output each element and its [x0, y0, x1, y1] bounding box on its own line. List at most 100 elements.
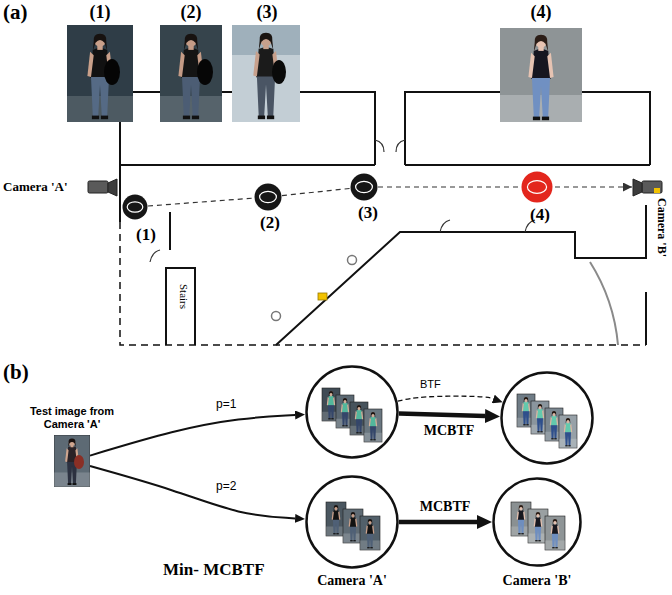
person-figure	[355, 405, 363, 434]
person-figure	[366, 519, 375, 548]
photo-number: (3)	[257, 2, 278, 23]
node-caption: Test image from Camera 'A'	[22, 405, 122, 431]
edge-label: MCBTF	[422, 423, 477, 439]
photo-background	[500, 28, 582, 122]
label-holder: (1)	[90, 2, 111, 23]
marker-ring	[527, 181, 546, 194]
camera-lens	[633, 179, 642, 196]
thumbnail-floor	[360, 540, 380, 550]
image-set-circle: Camera 'A'	[305, 475, 399, 569]
open-boundary	[120, 222, 646, 345]
curved-wall	[590, 262, 618, 345]
marker-circle	[521, 171, 553, 203]
photo-background	[160, 25, 222, 122]
photo-frame	[500, 28, 582, 122]
label-holder: (2)	[181, 2, 202, 23]
edge-label-holder: BTF	[418, 378, 443, 391]
label-holder: (a)	[3, 0, 28, 24]
mcbtf-arrow	[399, 413, 485, 416]
marker-circle	[122, 194, 148, 220]
marker-circle	[255, 184, 282, 211]
bag	[104, 59, 120, 85]
wall-segment	[276, 205, 646, 345]
camera-icon	[633, 179, 662, 196]
room-wall	[405, 92, 650, 165]
bag	[272, 60, 286, 84]
photo-number: (1)	[90, 2, 111, 23]
marker-ring	[260, 191, 277, 202]
wall-segment	[645, 292, 647, 345]
stairs-box	[166, 268, 195, 345]
person-figure	[332, 505, 341, 534]
label-holder: Camera 'B'	[654, 198, 668, 257]
edge-label-holder: MCBTF	[418, 499, 473, 515]
bag	[197, 59, 213, 85]
node-label-holder: (3)	[358, 203, 378, 223]
person-figure	[528, 35, 553, 121]
image-set-circle	[494, 479, 581, 566]
person-figure	[536, 404, 544, 433]
photo-number: (2)	[181, 2, 202, 23]
edge-label: p=1	[214, 398, 238, 412]
position-marker: (1)	[122, 194, 148, 220]
image-set-circle	[492, 477, 582, 567]
photo-frame	[160, 25, 222, 122]
camera-lens	[108, 179, 117, 196]
edge-label: BTF	[418, 378, 443, 391]
callout-number: (2)	[260, 213, 280, 233]
label-holder: (4)	[531, 2, 552, 23]
pillar	[348, 256, 357, 265]
label-holder: (3)	[257, 2, 278, 23]
person-figure	[369, 412, 377, 441]
label-holder: (b)	[3, 360, 29, 384]
image-thumbnail	[559, 415, 577, 448]
corridor-wall	[119, 165, 121, 222]
door-swing	[150, 140, 535, 262]
photo-floor	[160, 96, 222, 122]
marker-circle	[123, 195, 148, 220]
label-holder: Min- MCBTF	[163, 560, 265, 580]
person-figure	[522, 397, 530, 426]
photo-frame	[67, 25, 133, 122]
camera-label: Camera 'B'	[654, 198, 668, 257]
image-set-circle	[305, 365, 399, 459]
node-label-holder: Camera 'B'	[503, 573, 572, 589]
edge-label: p=2	[214, 480, 238, 494]
photo-frame	[232, 25, 300, 122]
camera-body	[88, 181, 108, 193]
person-figure	[534, 512, 543, 541]
position-marker: (4)	[521, 171, 553, 203]
image-set-circle	[305, 365, 399, 459]
image-set-circle	[307, 367, 398, 458]
person-figure	[550, 411, 558, 440]
person-figure	[341, 398, 349, 427]
panel-label: (b)	[3, 360, 29, 384]
thumbnail-floor	[54, 472, 90, 487]
callout-number: (1)	[136, 225, 156, 245]
photo-floor	[67, 96, 133, 122]
edge-label: MCBTF	[418, 499, 473, 515]
edge-label-holder: p=1	[214, 398, 238, 412]
label-holder: Stairs	[177, 284, 190, 309]
person-figure	[564, 418, 572, 447]
door-swing	[440, 220, 450, 232]
position-marker: (2)	[254, 183, 282, 211]
panel-label: (a)	[3, 0, 28, 24]
marker-circle	[522, 172, 553, 203]
node-label-holder: (4)	[530, 205, 550, 225]
btf-arrow	[398, 396, 494, 401]
door-swing	[150, 250, 160, 262]
marker-circle	[254, 183, 282, 211]
thumbnail-floor	[364, 433, 382, 442]
node-label-holder: (1)	[136, 225, 156, 245]
trajectory-line	[282, 188, 350, 195]
test-image-thumbnail	[54, 435, 90, 487]
yellow-marker	[318, 293, 327, 300]
marker-circle	[351, 174, 378, 201]
image-set-circle	[502, 373, 593, 464]
image-set-circle	[305, 475, 399, 569]
wall-segment	[169, 212, 171, 250]
photo-background	[232, 25, 300, 122]
marker-ring	[127, 202, 143, 212]
camera-icon	[88, 179, 117, 196]
